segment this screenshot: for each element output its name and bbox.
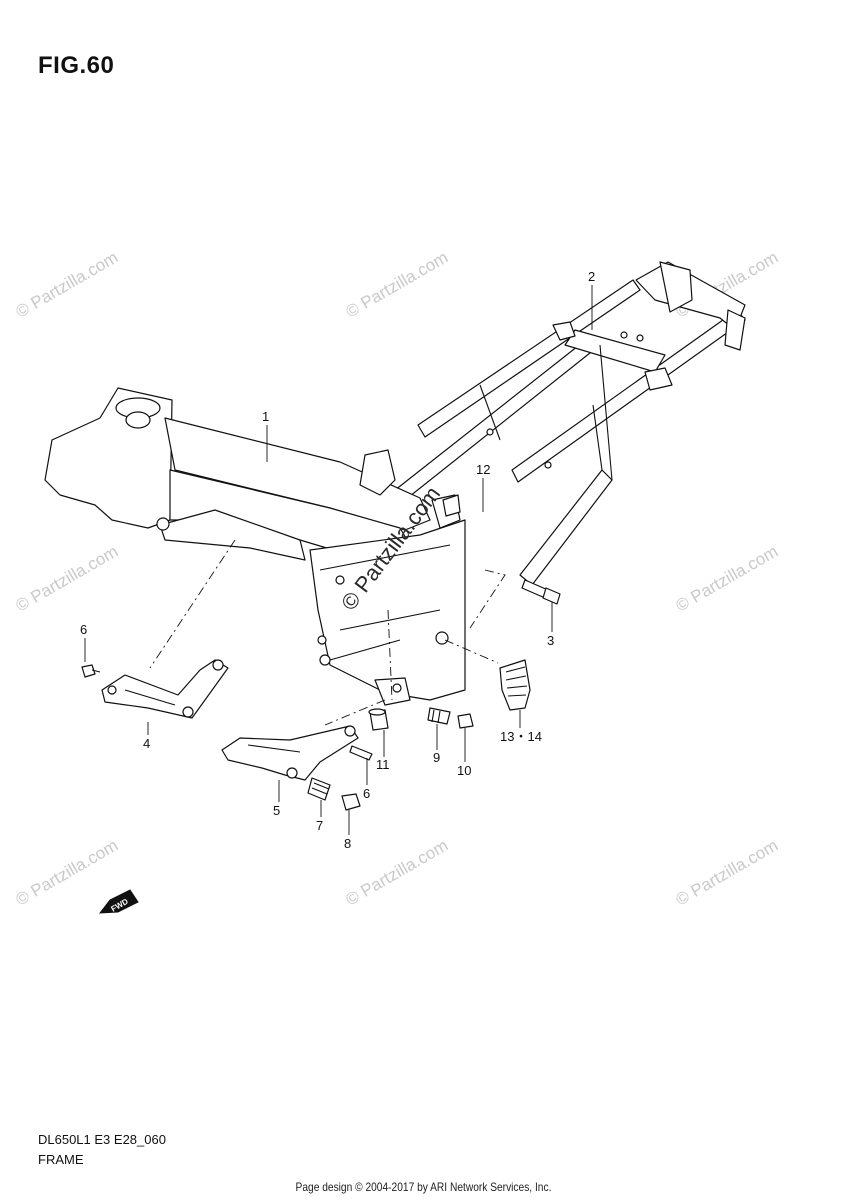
bolt-part-12 — [442, 494, 461, 517]
callout-6-left: 6 — [80, 622, 87, 637]
callout-4: 4 — [143, 736, 150, 751]
footrest-bracket-part-5 — [221, 725, 359, 781]
footer-credit: Page design © 2004-2017 by ARI Network S… — [295, 1180, 552, 1194]
callout-5: 5 — [273, 803, 280, 818]
watermark: © Partzilla.com — [343, 836, 452, 910]
bolt-part-3 — [521, 579, 561, 605]
callout-1: 1 — [262, 409, 269, 424]
callout-6-right: 6 — [363, 786, 370, 801]
spring-part-7 — [307, 777, 331, 801]
callout-3: 3 — [547, 633, 554, 648]
spring-part-9 — [427, 707, 451, 725]
main-frame-part-1 — [44, 387, 466, 706]
bolt-part-6-right — [349, 745, 373, 761]
footrest-bracket-part-4 — [101, 659, 229, 719]
nut-part-8 — [341, 793, 361, 811]
callout-9: 9 — [433, 750, 440, 765]
watermark: © Partzilla.com — [13, 248, 122, 322]
callout-labels: 1 2 3 4 5 6 6 7 8 9 10 11 12 13・14 — [80, 269, 595, 851]
callout-7: 7 — [316, 818, 323, 833]
bolt-part-6-left — [81, 664, 101, 678]
callout-13-14: 13・14 — [500, 729, 542, 744]
nut-part-10 — [457, 713, 474, 729]
rear-subframe-part-2 — [384, 261, 746, 586]
watermark: © Partzilla.com — [673, 542, 782, 616]
callout-10: 10 — [457, 763, 471, 778]
callout-11: 11 — [376, 757, 390, 772]
watermark: © Partzilla.com — [13, 542, 122, 616]
watermark: © Partzilla.com — [673, 836, 782, 910]
collar-part-11 — [368, 708, 389, 731]
fwd-arrow-icon: FWD — [98, 889, 139, 914]
callout-8: 8 — [344, 836, 351, 851]
watermark: © Partzilla.com — [13, 836, 122, 910]
figure-title: FIG.60 — [38, 52, 115, 79]
watermark: © Partzilla.com — [343, 248, 452, 322]
callout-2: 2 — [588, 269, 595, 284]
alignment-lines — [149, 539, 506, 726]
leader-lines — [84, 285, 593, 835]
reflector-part-13-14 — [499, 659, 531, 711]
callout-12: 12 — [476, 462, 490, 477]
section-name: FRAME — [38, 1152, 84, 1167]
model-code: DL650L1 E3 E28_060 — [38, 1132, 166, 1147]
